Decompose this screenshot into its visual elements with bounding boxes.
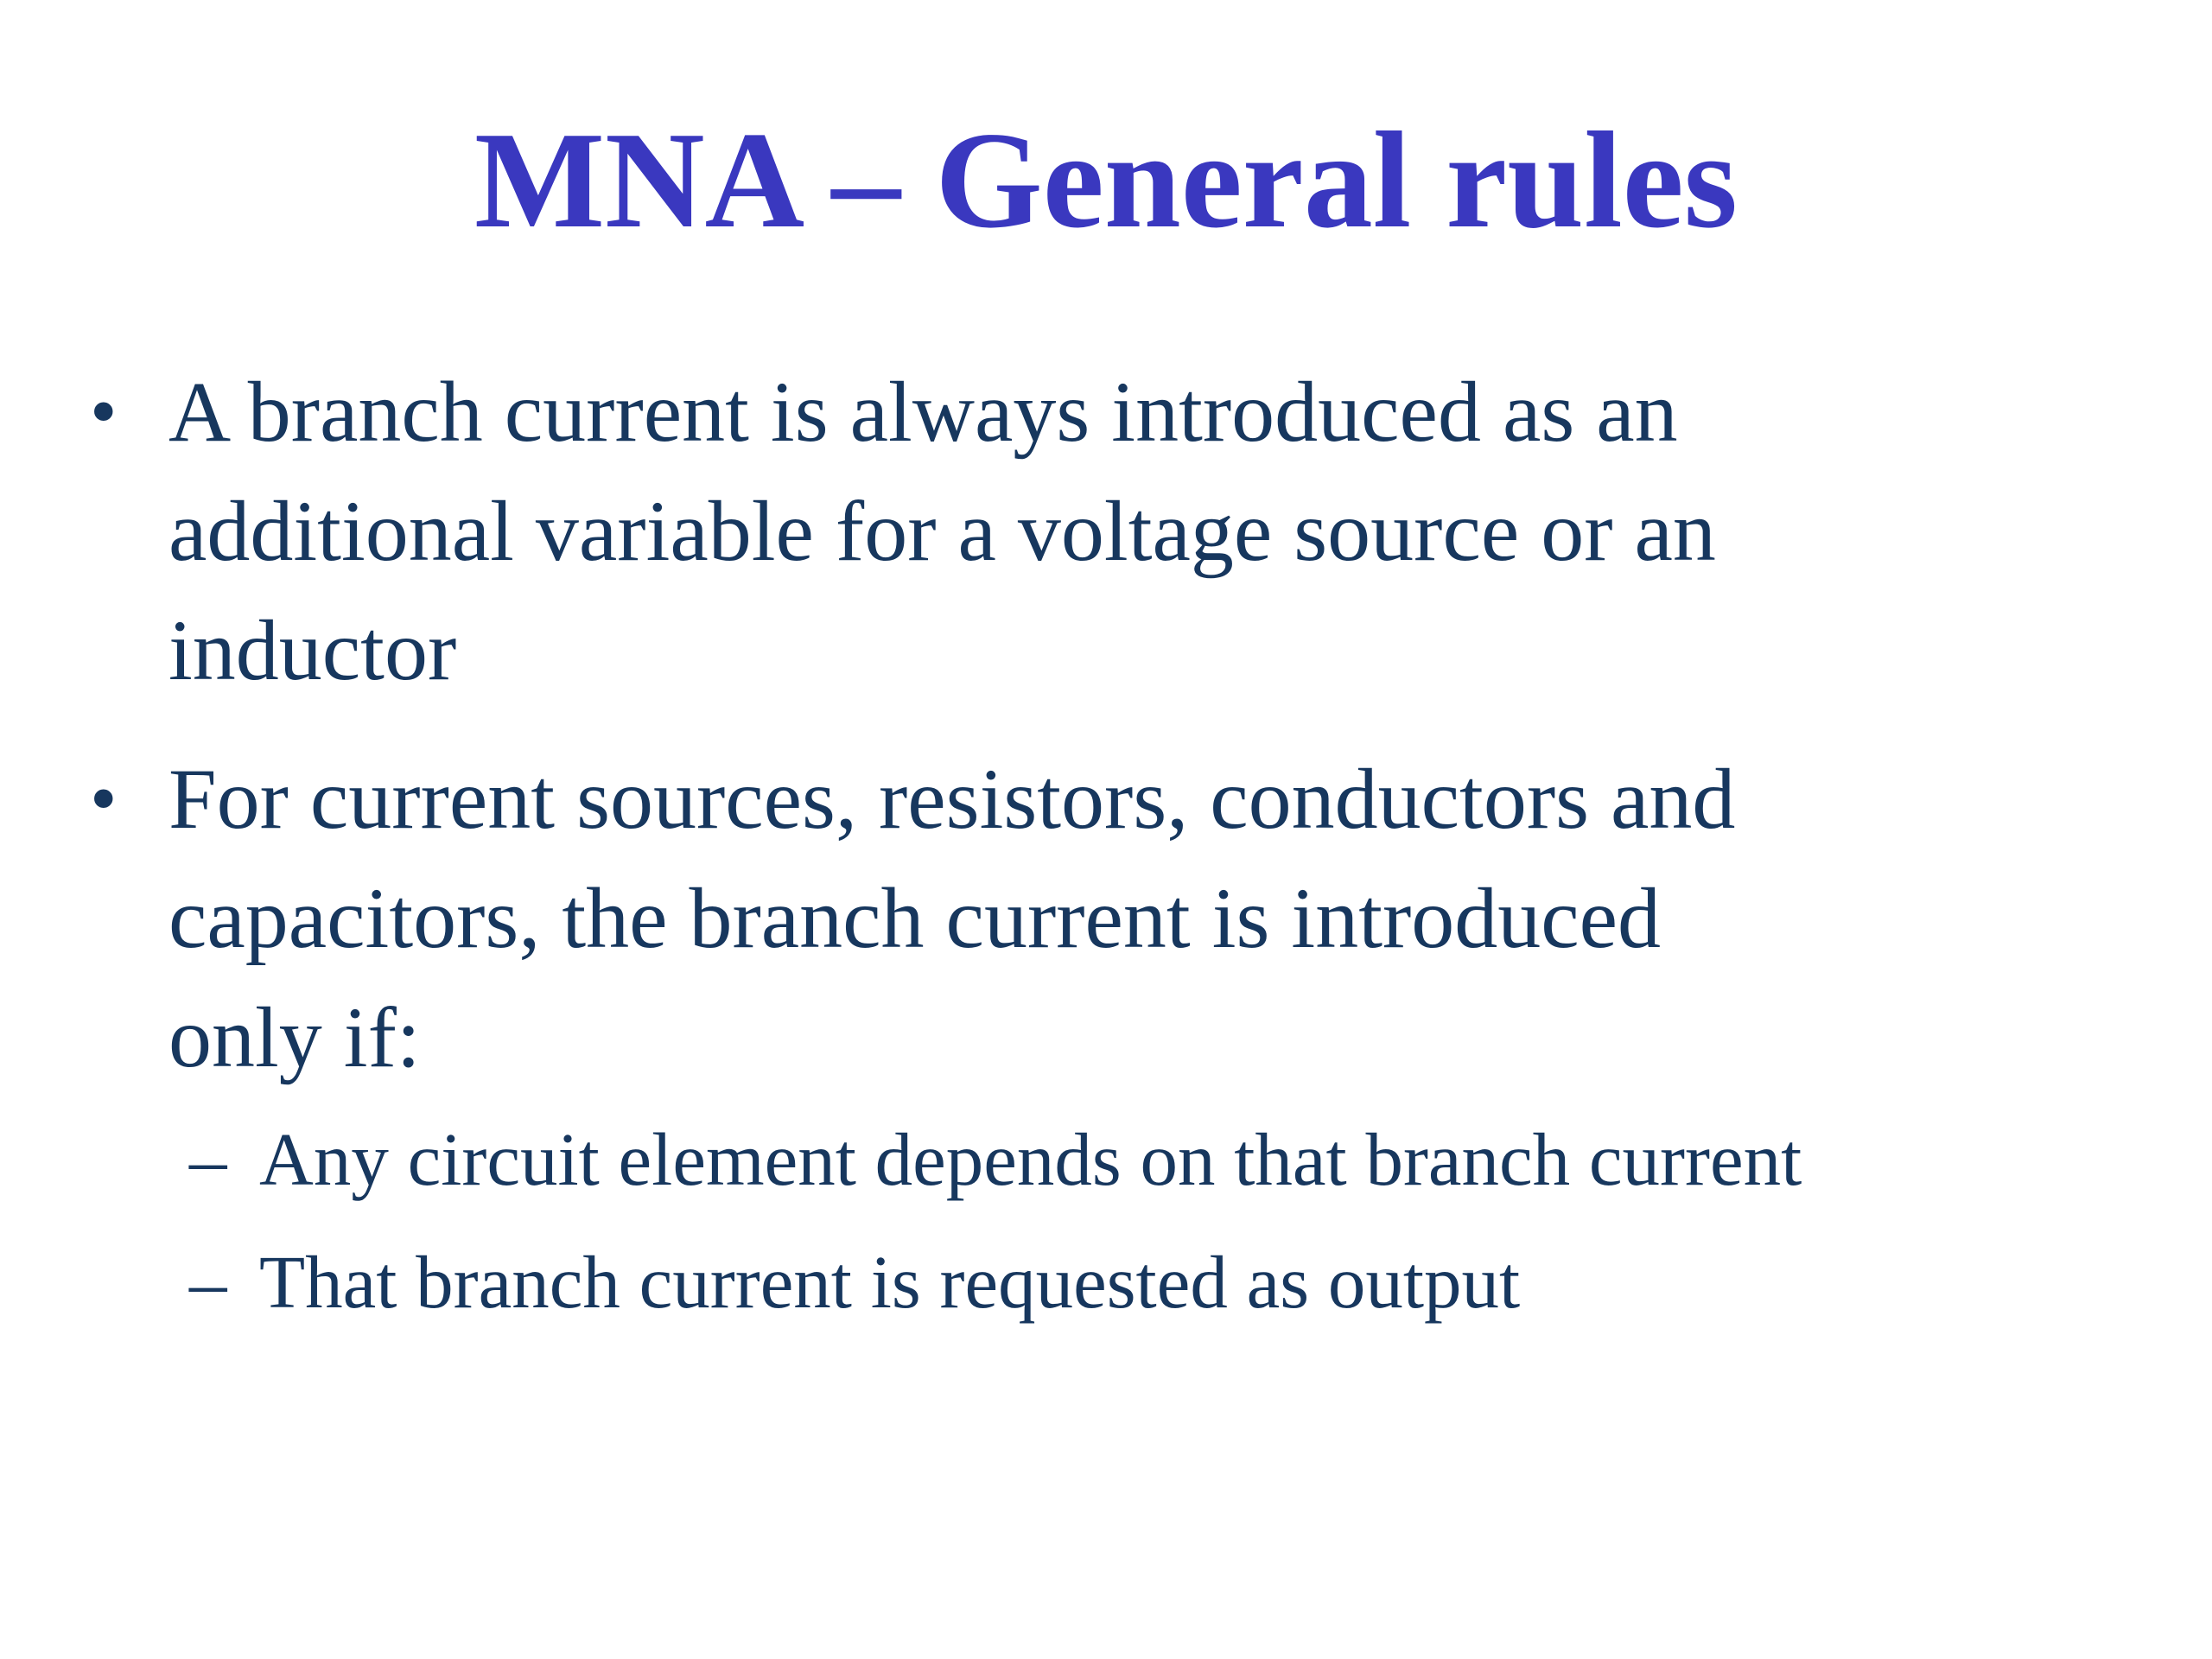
bullet-list: • A branch current is always introduced … bbox=[86, 353, 2160, 1334]
bullet-dot-marker: • bbox=[90, 756, 118, 842]
sub-bullet-text-2: That branch current is requested as outp… bbox=[259, 1230, 2160, 1334]
bullet-line: additional variable for a voltage source… bbox=[168, 483, 1716, 579]
bullet-dash-marker: – bbox=[189, 1117, 227, 1201]
bullet-item-2: • For current sources, resistors, conduc… bbox=[86, 740, 2160, 1097]
bullet-line: Any circuit element depends on that bran… bbox=[259, 1117, 1802, 1201]
sub-bullet-list: – Any circuit element depends on that br… bbox=[86, 1108, 2160, 1334]
bullet-text-2: For current sources, resistors, conducto… bbox=[168, 740, 2160, 1097]
bullet-line: That branch current is requested as outp… bbox=[259, 1240, 1521, 1324]
bullet-dash-marker: – bbox=[189, 1240, 227, 1324]
bullet-line: For current sources, resistors, conducto… bbox=[168, 751, 1736, 847]
bullet-line: A branch current is always introduced as… bbox=[168, 364, 1678, 460]
bullet-dot-marker: • bbox=[90, 369, 118, 454]
sub-bullet-text-1: Any circuit element depends on that bran… bbox=[259, 1108, 2160, 1211]
bullet-item-1: • A branch current is always introduced … bbox=[86, 353, 2160, 710]
bullet-line: inductor bbox=[168, 602, 457, 698]
bullet-text-1: A branch current is always introduced as… bbox=[168, 353, 2160, 710]
bullet-line: capacitors, the branch current is introd… bbox=[168, 870, 1662, 966]
bullet-line: only if: bbox=[168, 989, 421, 1085]
sub-bullet-item-1: – Any circuit element depends on that br… bbox=[186, 1108, 2160, 1211]
sub-bullet-item-2: – That branch current is requested as ou… bbox=[186, 1230, 2160, 1334]
slide-title: MNA – General rules bbox=[474, 103, 1738, 257]
